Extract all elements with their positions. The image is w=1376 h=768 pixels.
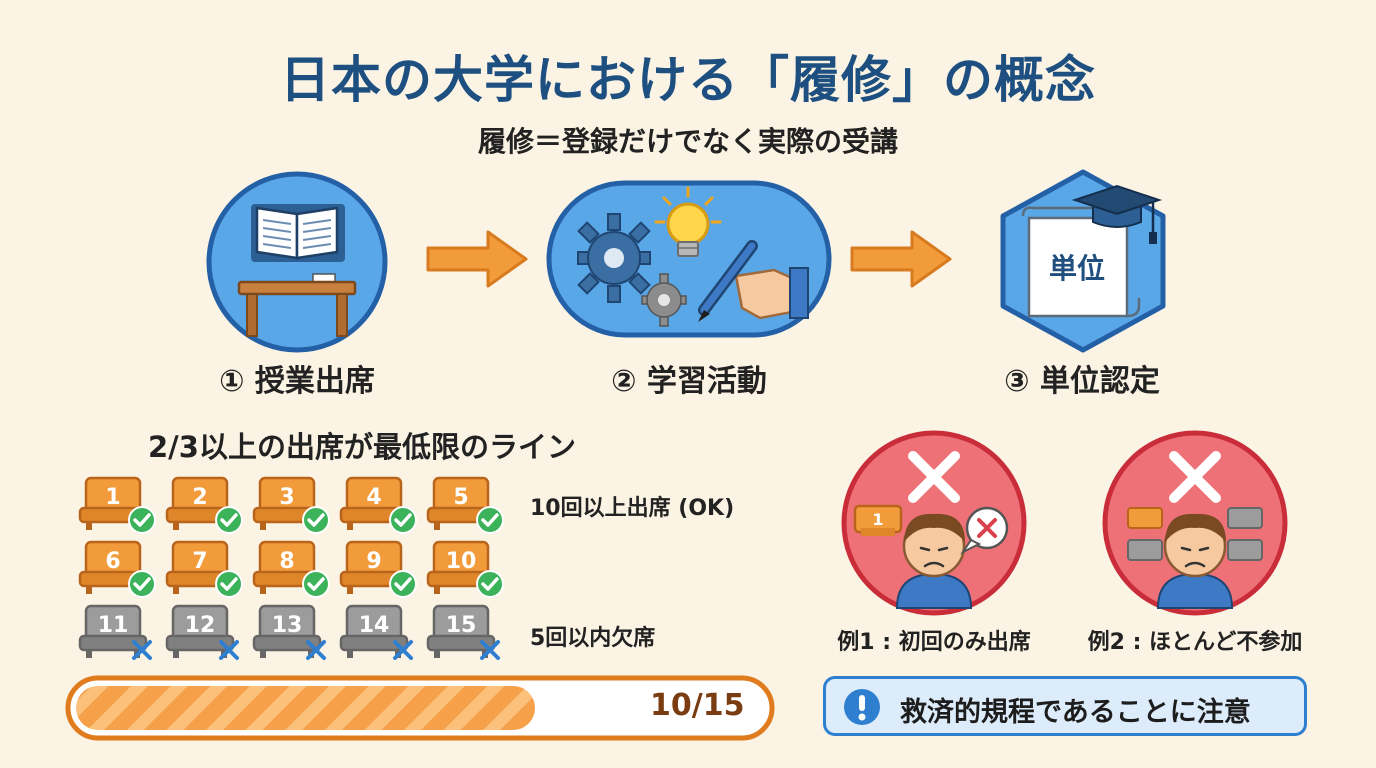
example-2-label: 例2 : ほとんど不参加	[1087, 630, 1303, 655]
seat-icon	[1127, 507, 1263, 561]
example-1-label: 例1 : 初回のみ出席	[837, 630, 1031, 655]
seat-number: 3	[279, 485, 294, 510]
attended-seat: 4	[339, 476, 417, 534]
seat-number: 5	[453, 485, 468, 510]
notice-banner: 救済的規程であることに注意	[823, 676, 1307, 736]
no-speech-bubble-icon	[960, 506, 1009, 555]
absent-seat: 11	[78, 604, 152, 660]
progress-count: 10/15	[650, 688, 745, 723]
seat-number: 13	[272, 613, 303, 638]
gears-lightbulb-hand-icon	[546, 180, 832, 338]
step-label-attendance: ① 授業出席	[219, 364, 375, 399]
step-label-learning: ② 学習活動	[611, 364, 767, 399]
diploma-scroll	[1021, 206, 1141, 318]
attended-seat: 5	[426, 476, 504, 534]
seat-number: 9	[366, 549, 381, 574]
small-gear-icon	[641, 273, 687, 327]
check-icon	[215, 570, 243, 598]
seat-number: 14	[359, 613, 390, 638]
absent-seat: 15	[426, 604, 500, 660]
attendance-progress-bar	[65, 675, 775, 741]
seat-number: 10	[446, 549, 477, 574]
cross-icon	[219, 640, 239, 660]
absent-row-label: 5回以内欠席	[530, 626, 656, 651]
absent-seat: 13	[252, 604, 326, 660]
check-icon	[128, 506, 156, 534]
attended-seat: 3	[252, 476, 330, 534]
arrow-right-icon	[426, 230, 528, 288]
check-icon	[389, 570, 417, 598]
attended-seat: 7	[165, 540, 243, 598]
check-icon	[128, 570, 156, 598]
desk	[237, 273, 357, 337]
cross-icon	[908, 451, 960, 503]
check-icon	[389, 506, 417, 534]
seat-number: 15	[446, 613, 477, 638]
seat-number: 6	[105, 549, 120, 574]
cross-icon	[306, 640, 326, 660]
arrow-right-icon	[850, 230, 952, 288]
seat-number: 11	[98, 613, 129, 638]
seat-number: 1	[105, 485, 120, 510]
graduation-cap-icon	[1071, 184, 1163, 244]
example-first-class-only-icon: 1	[841, 430, 1027, 616]
check-icon	[476, 570, 504, 598]
attended-seat: 1	[78, 476, 156, 534]
lightbulb-icon	[654, 186, 722, 257]
step-label-credit: ③ 単位認定	[1004, 364, 1160, 399]
example-seat-number: 1	[872, 510, 883, 529]
sad-student-icon	[895, 513, 973, 609]
sad-student-icon	[1156, 513, 1234, 609]
seat-number: 12	[185, 613, 216, 638]
attended-row-label: 10回以上出席 (OK)	[530, 496, 735, 521]
diploma-cap-icon: 単位	[1000, 169, 1166, 353]
absent-seat: 14	[339, 604, 413, 660]
check-icon	[476, 506, 504, 534]
cross-icon	[1169, 451, 1221, 503]
progress-fill	[76, 686, 535, 730]
seat-number: 4	[366, 485, 381, 510]
page-title: 日本の大学における「履修」の概念	[280, 51, 1096, 109]
page-subtitle: 履修＝登録だけでなく実際の受講	[477, 125, 898, 158]
attendance-rule-heading: 2/3以上の出席が最低限のライン	[148, 430, 576, 464]
absent-seat: 12	[165, 604, 239, 660]
writing-hand-icon	[698, 240, 809, 322]
attended-seat: 6	[78, 540, 156, 598]
seat-number: 8	[279, 549, 294, 574]
attended-seat: 8	[252, 540, 330, 598]
attended-seat: 2	[165, 476, 243, 534]
seat-number: 7	[192, 549, 207, 574]
example-rarely-attends-icon	[1102, 430, 1288, 616]
cross-icon	[132, 640, 152, 660]
seat-icon: 1	[853, 504, 903, 536]
attended-seat: 10	[426, 540, 504, 598]
book-desk-icon	[206, 171, 388, 353]
credit-badge-text: 単位	[1049, 252, 1105, 285]
cross-icon	[480, 640, 500, 660]
gear-icon	[577, 213, 651, 303]
open-book	[251, 204, 345, 262]
seat-number: 2	[192, 485, 207, 510]
attended-seat: 9	[339, 540, 417, 598]
notice-text: 救済的規程であることに注意	[900, 697, 1251, 728]
exclamation-icon	[844, 689, 880, 725]
check-icon	[302, 506, 330, 534]
check-icon	[215, 506, 243, 534]
check-icon	[302, 570, 330, 598]
cross-icon	[393, 640, 413, 660]
